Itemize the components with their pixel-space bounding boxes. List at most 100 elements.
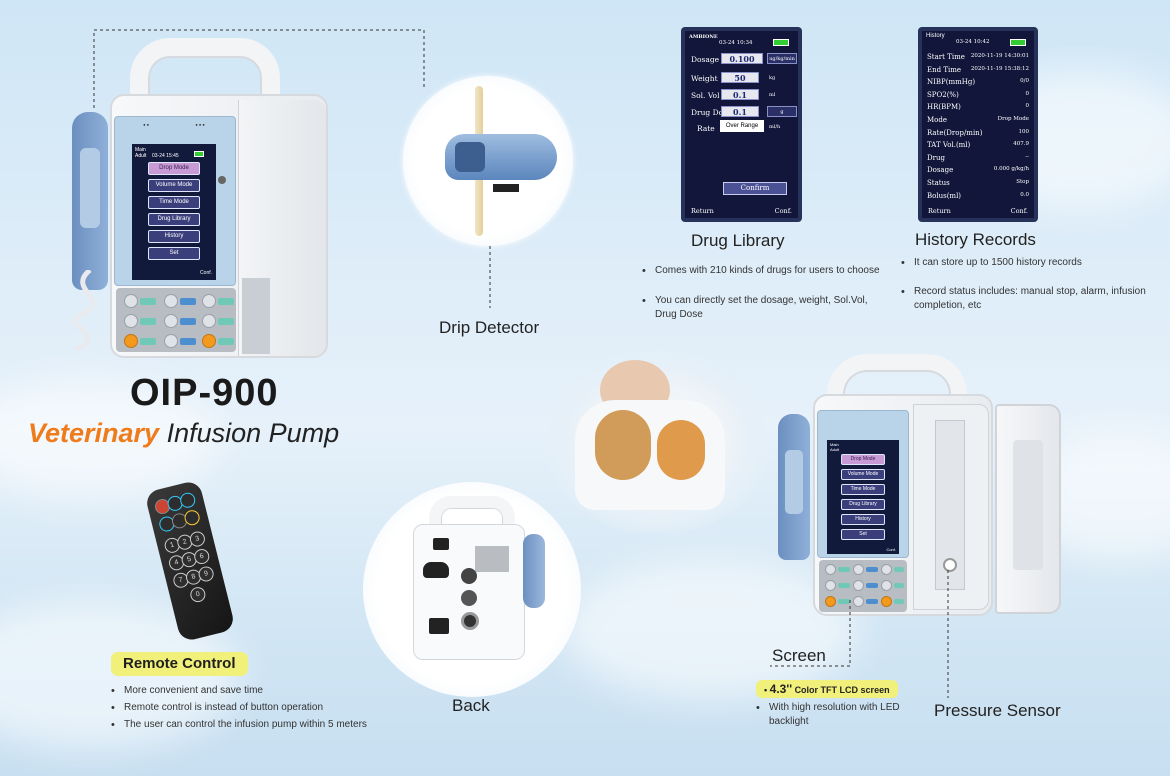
bullet-item: Record status includes: manual stop, ala… — [901, 285, 1151, 313]
menu-volume-mode[interactable]: Volume Mode — [841, 469, 885, 480]
lcd-confirm: Conf. — [886, 547, 896, 552]
drip-detector-label: Drip Detector — [439, 318, 540, 337]
pressure-callout-line — [947, 570, 949, 698]
lcd-status: Adult — [830, 447, 840, 452]
subtitle-infusion-pump: Infusion Pump — [166, 418, 340, 448]
lcd-mode: Main — [830, 442, 839, 447]
battery-icon — [773, 39, 789, 46]
hr-row-value: 0 — [1025, 103, 1030, 110]
tube-slot — [242, 278, 270, 354]
drip-callout-line — [489, 246, 491, 308]
dl-return[interactable]: Return — [691, 207, 714, 215]
dl-label-rate: Rate — [697, 124, 715, 133]
dl-label-weight: Weight — [691, 74, 718, 83]
lcd-desc: Color TFT LCD screen — [794, 685, 890, 695]
dl-dosage-unit[interactable]: ug/kg/min — [767, 53, 797, 64]
open-pump-image: Main Adult Drop Mode Volume Mode Time Mo… — [775, 350, 1065, 620]
menu-drop-mode[interactable]: Drop Mode — [841, 454, 885, 465]
menu-drop-mode[interactable]: Drop Mode — [148, 162, 200, 175]
main-pump-lcd: Main Adult 03-24 15:45 Drop Mode Volume … — [132, 144, 216, 280]
menu-time-mode[interactable]: Time Mode — [148, 196, 200, 209]
lcd-size: 4.3'' — [769, 682, 793, 696]
hr-conf[interactable]: Conf. — [1010, 207, 1028, 215]
main-pump-keypad — [116, 288, 236, 352]
dl-brand: AMBIONE — [689, 34, 718, 40]
lcd-time: 03-24 15:45 — [152, 153, 179, 159]
remote-control-bullets: More convenient and save time Remote con… — [111, 684, 391, 732]
dl-dosage-input[interactable]: 0.100 — [721, 53, 763, 64]
history-records-label: History Records — [915, 230, 1036, 249]
hr-row-label: HR(BPM) — [927, 103, 961, 112]
cable-coil — [72, 270, 96, 353]
bullet-item: It can store up to 1500 history records — [901, 256, 1151, 270]
dl-conf[interactable]: Conf. — [774, 207, 792, 215]
menu-time-mode[interactable]: Time Mode — [841, 484, 885, 495]
remote-control-label: Remote Control — [111, 652, 248, 676]
hr-row-value: 0.000 g/kg/h — [993, 166, 1029, 173]
remote-button-0[interactable]: 0 — [188, 585, 207, 604]
hr-row-label: Rate(Drop/min) — [927, 128, 983, 137]
hr-row-value: Drop Mode — [997, 116, 1029, 122]
hr-row-label: Drug — [927, 153, 945, 162]
hr-row-label: Mode — [927, 116, 948, 124]
menu-set[interactable]: Set — [841, 529, 885, 540]
dl-confirm-button[interactable]: Confirm — [723, 182, 787, 195]
vet-with-pets-image — [545, 350, 770, 535]
subtitle-veterinary: Veterinary — [28, 418, 160, 448]
back-label: Back — [452, 696, 490, 715]
ir-sensor — [218, 176, 226, 184]
product-subtitle: Veterinary Infusion Pump — [28, 418, 339, 449]
hr-row-label: SPO2(%) — [927, 90, 959, 99]
hr-return[interactable]: Return — [928, 207, 951, 215]
callout-line-drip — [93, 29, 425, 108]
dl-weight-input[interactable]: 50 — [721, 72, 759, 83]
history-records-bullets: It can store up to 1500 history records … — [901, 256, 1151, 313]
dl-label-solvol: Sol. Vol — [691, 91, 720, 100]
menu-drug-library[interactable]: Drug Library — [148, 213, 200, 226]
hr-row-label: NIBP(mmHg) — [927, 78, 976, 87]
lcd-confirm: Conf. — [200, 270, 212, 276]
hr-row-value: 0 — [1025, 90, 1030, 97]
dl-rate-unit: ml/h — [769, 124, 781, 130]
dl-solvol-input[interactable]: 0.1 — [721, 89, 759, 100]
hr-row-value: Stop — [1016, 179, 1029, 185]
back-view-image — [363, 482, 581, 697]
dl-weight-unit: kg — [769, 75, 776, 81]
dl-drugdose-input[interactable]: 0.1 — [721, 106, 759, 117]
bullet-item: With high resolution with LED backlight — [756, 701, 916, 729]
drug-library-label: Drug Library — [691, 231, 785, 250]
hr-row-label: Start Time — [927, 53, 965, 61]
bullet-item: Comes with 210 kinds of drugs for users … — [642, 264, 882, 278]
bullet-item: More convenient and save time — [111, 684, 391, 698]
pressure-sensor-port — [943, 558, 957, 572]
hr-row-value: 2020-11-19 14:30:01 — [970, 53, 1029, 59]
menu-drug-library[interactable]: Drug Library — [841, 499, 885, 510]
hr-row-value: 100 — [1018, 128, 1030, 135]
hr-row-label: Status — [927, 179, 950, 187]
dl-rate-warning: Over Range — [720, 120, 764, 132]
dl-label-drugdose: Drug Dose — [691, 108, 732, 117]
hr-row-value: -- — [1025, 153, 1029, 160]
battery-icon — [194, 151, 204, 157]
menu-history[interactable]: History — [148, 230, 200, 243]
hr-row-value: 0/0 — [1020, 78, 1029, 85]
dl-solvol-unit: ml — [769, 92, 776, 98]
hr-row-value: 2020-11-19 15:38:12 — [970, 65, 1029, 72]
hr-row-label: End Time — [927, 65, 962, 74]
model-title: OIP-900 — [130, 372, 279, 414]
hr-row-value: 0.0 — [1020, 191, 1029, 198]
drug-library-bullets: Comes with 210 kinds of drugs for users … — [642, 264, 882, 322]
bullet-item: Remote control is instead of button oper… — [111, 701, 391, 715]
dl-time: 03-24 10:34 — [719, 40, 753, 46]
dl-label-dosage: Dosage — [691, 55, 720, 64]
dl-drugdose-unit[interactable]: g — [767, 106, 797, 117]
hr-time: 03-24 10:42 — [956, 39, 990, 45]
menu-set[interactable]: Set — [148, 247, 200, 260]
menu-history[interactable]: History — [841, 514, 885, 525]
menu-volume-mode[interactable]: Volume Mode — [148, 179, 200, 192]
battery-icon — [1010, 39, 1026, 46]
hr-row-label: Bolus(ml) — [927, 191, 962, 200]
lcd-mode: Main — [135, 147, 146, 153]
open-pump-lcd: Main Adult Drop Mode Volume Mode Time Mo… — [827, 440, 899, 554]
